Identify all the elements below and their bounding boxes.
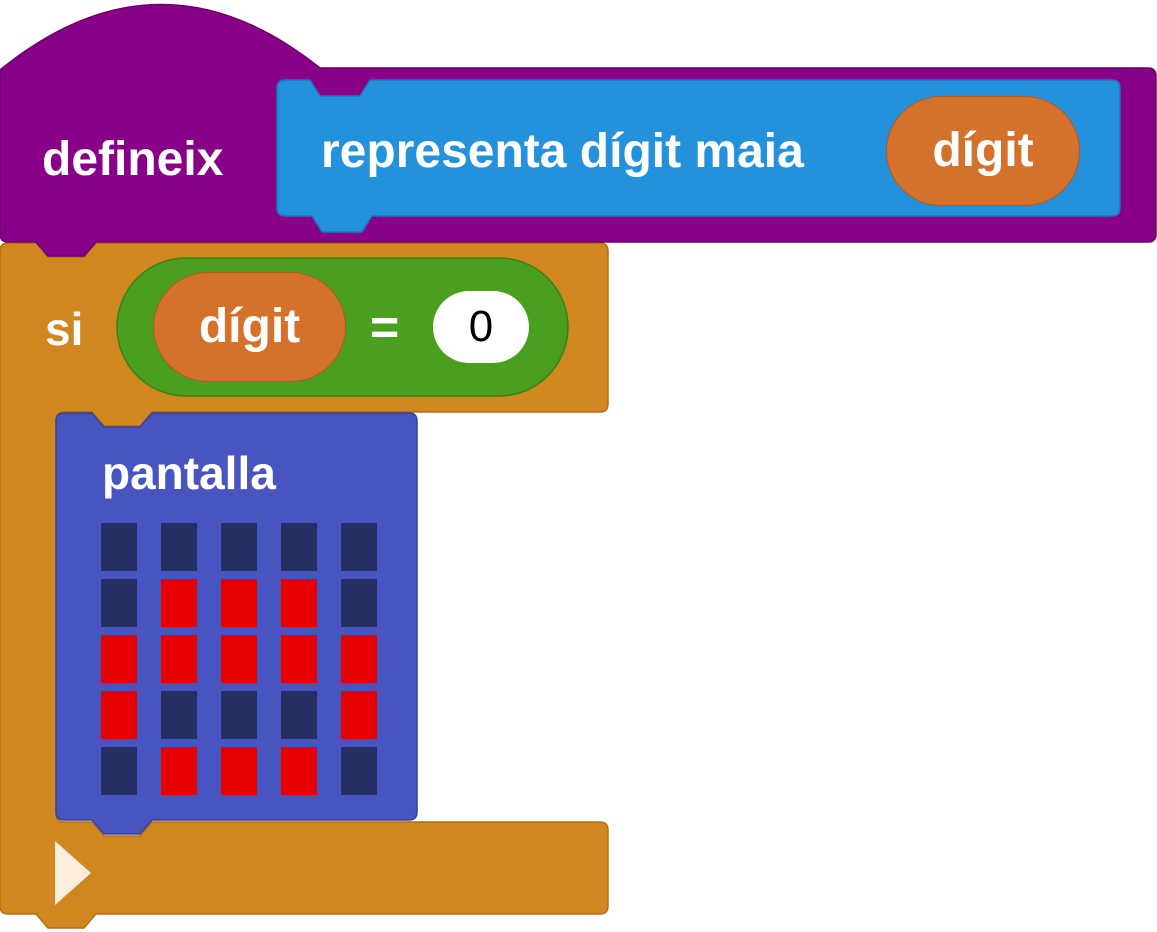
led-cell-4-0-off[interactable] (101, 747, 137, 795)
led-cell-1-1-on[interactable] (161, 579, 197, 627)
led-cell-1-0-off[interactable] (101, 579, 137, 627)
led-cell-2-3-on[interactable] (281, 635, 317, 683)
led-cell-3-3-off[interactable] (281, 691, 317, 739)
define-keyword: defineix (42, 133, 224, 186)
led-cell-4-3-on[interactable] (281, 747, 317, 795)
led-cell-0-0-off[interactable] (101, 523, 137, 571)
led-cell-3-1-off[interactable] (161, 691, 197, 739)
function-name-label: representa dígit maia (321, 125, 804, 178)
if-keyword: si (45, 303, 84, 355)
led-cell-2-4-on[interactable] (341, 635, 377, 683)
led-cell-1-3-on[interactable] (281, 579, 317, 627)
led-matrix (101, 523, 377, 795)
led-cell-3-4-on[interactable] (341, 691, 377, 739)
play-arrow-icon[interactable] (55, 841, 91, 905)
led-cell-2-0-on[interactable] (101, 635, 137, 683)
led-cell-3-2-off[interactable] (221, 691, 257, 739)
show-leds-label: pantalla (102, 447, 276, 499)
variable-digit-pill[interactable]: dígit (153, 272, 346, 382)
led-cell-1-2-on[interactable] (221, 579, 257, 627)
led-cell-3-0-on[interactable] (101, 691, 137, 739)
value-zero-field[interactable]: 0 (433, 291, 529, 363)
led-cell-0-4-off[interactable] (341, 523, 377, 571)
led-cell-4-2-on[interactable] (221, 747, 257, 795)
led-cell-2-1-on[interactable] (161, 635, 197, 683)
led-cell-2-2-on[interactable] (221, 635, 257, 683)
led-cell-1-4-off[interactable] (341, 579, 377, 627)
led-cell-4-4-off[interactable] (341, 747, 377, 795)
led-cell-4-1-on[interactable] (161, 747, 197, 795)
equals-operator: = (370, 299, 400, 355)
parameter-digit-pill[interactable]: dígit (886, 96, 1080, 206)
led-cell-0-2-off[interactable] (221, 523, 257, 571)
led-cell-0-3-off[interactable] (281, 523, 317, 571)
led-cell-0-1-off[interactable] (161, 523, 197, 571)
